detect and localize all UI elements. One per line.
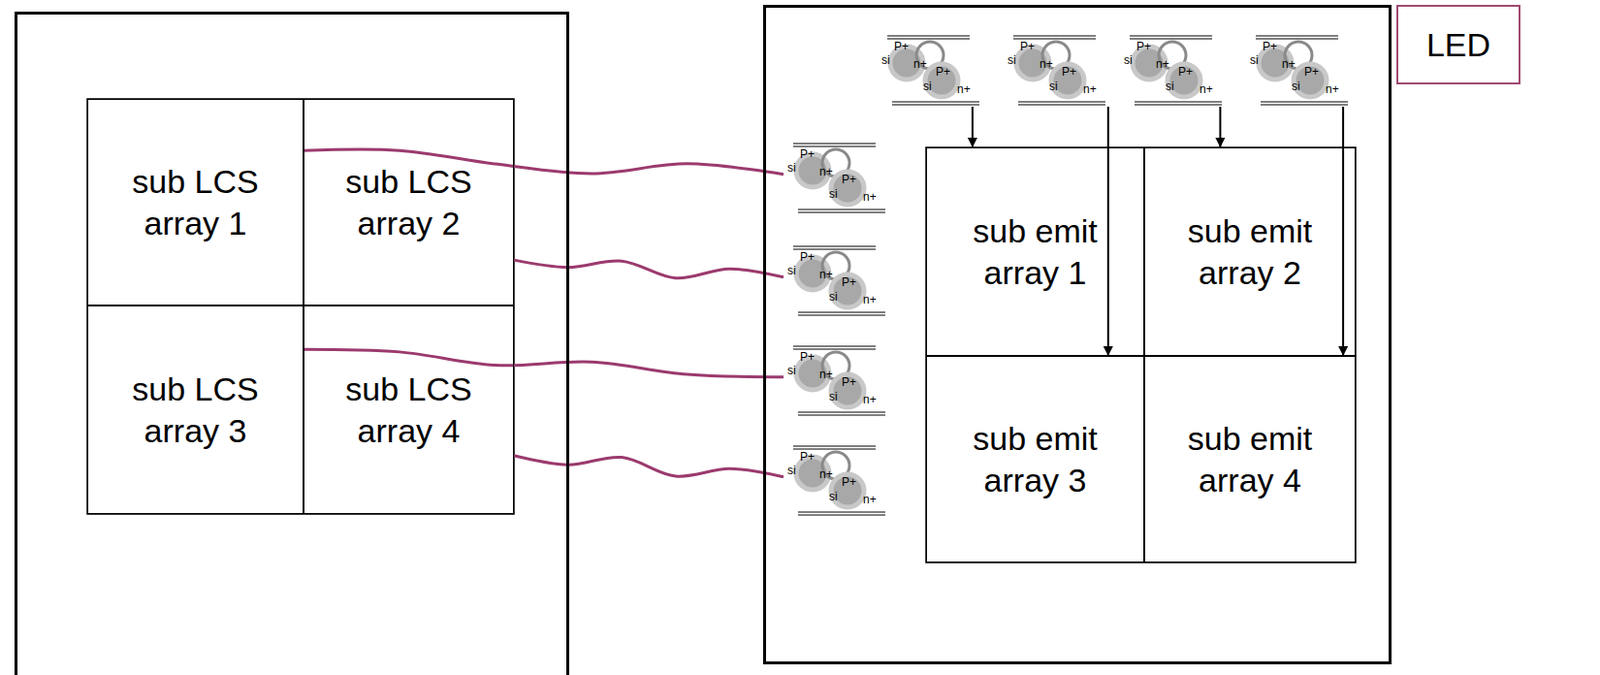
layer-label: n+: [957, 83, 971, 96]
photodiode-symbol: P+sin+P+sin+: [783, 444, 891, 517]
layer-label: si: [1291, 80, 1301, 93]
layer-label: n+: [819, 165, 833, 178]
light-arrow: [1107, 106, 1110, 356]
led-label-box: LED: [1396, 4, 1521, 85]
layer-label: n+: [863, 191, 877, 203]
photodiode-drawing: [783, 244, 891, 318]
layer-label: si: [787, 264, 797, 277]
array-label: sub LCS array 4: [333, 368, 484, 451]
layer-label: si: [829, 390, 838, 403]
layer-label: si: [1049, 80, 1058, 93]
light-arrow: [1342, 106, 1344, 356]
photodiode-symbol: P+sin+P+sin+: [877, 33, 985, 107]
photodiode-symbol: P+sin+P+sin+: [783, 244, 891, 318]
grid-outline: [926, 147, 1356, 563]
layer-label: P+: [800, 450, 815, 463]
photodiode-symbol: P+sin+P+sin+: [1246, 33, 1353, 107]
array-label: sub emit array 2: [1174, 210, 1326, 293]
layer-label: P+: [841, 376, 857, 388]
layer-label: n+: [1039, 58, 1054, 70]
photodiode-symbol: P+sin+P+sin+: [1003, 33, 1111, 107]
layer-label: n+: [1281, 58, 1296, 70]
layer-label: P+: [1020, 40, 1035, 53]
array-cell: sub LCS array 2: [303, 98, 514, 306]
layer-label: si: [829, 290, 838, 303]
photodiode-symbol: P+sin+P+sin+: [1120, 33, 1227, 107]
photodiode-drawing: [1003, 33, 1111, 107]
photodiode-drawing: [877, 33, 985, 107]
array-label: sub LCS array 1: [117, 160, 274, 244]
housing-box: P+sin+P+sin+P+sin+P+sin+P+sin+P+sin+P+si…: [763, 4, 1392, 665]
array-cell: sub LCS array 3: [87, 305, 304, 514]
photodiode-symbol: P+sin+P+sin+: [783, 344, 891, 417]
light-arrow: [1218, 106, 1221, 148]
photodiode-drawing: [1246, 33, 1353, 107]
optical-fiber: [513, 259, 784, 279]
layer-label: n+: [1155, 58, 1170, 70]
array-cell: sub LCS array 1: [87, 98, 304, 306]
photodiode-drawing: [783, 141, 891, 215]
array-cell: sub emit array 2: [1144, 147, 1356, 356]
grid-outline: [87, 98, 514, 514]
layer-label: P+: [1262, 40, 1278, 53]
layer-label: si: [787, 364, 797, 377]
photodiode-drawing: [783, 444, 891, 517]
led-label: LED: [1426, 26, 1491, 64]
array-cell: sub emit array 3: [926, 355, 1145, 563]
layer-label: n+: [913, 58, 928, 70]
layer-label: si: [829, 188, 838, 200]
layer-label: si: [829, 490, 838, 503]
layer-label: si: [787, 464, 797, 477]
layer-label: si: [923, 80, 932, 93]
layer-label: si: [1249, 54, 1259, 66]
photodiode-symbol: P+sin+P+sin+: [783, 141, 891, 215]
layer-label: P+: [800, 148, 815, 160]
layer-label: n+: [1325, 83, 1340, 96]
layer-label: n+: [1083, 83, 1097, 96]
layer-label: P+: [841, 173, 857, 186]
layer-label: P+: [894, 40, 909, 53]
housing-box: sub LCS array 1 sub LCS array 2 sub LCS ar…: [14, 11, 570, 675]
optical-fiber: [513, 455, 784, 478]
photodiode-drawing: [783, 344, 891, 417]
layer-label: n+: [863, 393, 877, 406]
array-label: sub LCS array 2: [333, 160, 484, 244]
layer-label: n+: [863, 293, 877, 306]
layer-label: P+: [1304, 65, 1319, 78]
photodiode-drawing: [1120, 33, 1227, 107]
array-label: sub emit array 1: [956, 210, 1115, 293]
array-label: sub emit array 3: [956, 417, 1115, 501]
layer-label: si: [1165, 80, 1175, 93]
layer-label: si: [787, 161, 797, 174]
layer-label: P+: [841, 276, 857, 288]
array-cell: sub LCS array 4: [303, 305, 514, 514]
array-label: sub emit array 4: [1174, 417, 1326, 501]
layer-label: P+: [841, 476, 857, 488]
layer-label: n+: [819, 368, 833, 381]
layer-label: n+: [819, 268, 833, 281]
layer-label: n+: [819, 468, 833, 480]
light-arrow: [971, 106, 974, 148]
array-cell: sub emit array 1: [926, 147, 1145, 356]
layer-label: P+: [1136, 40, 1152, 53]
layer-label: si: [1007, 54, 1017, 66]
layer-label: P+: [1178, 65, 1193, 78]
layer-label: n+: [1199, 83, 1214, 96]
layer-label: si: [1123, 54, 1133, 66]
layer-label: P+: [935, 65, 951, 78]
array-label: sub LCS array 3: [117, 368, 274, 451]
layer-label: P+: [800, 251, 815, 263]
array-cell: sub emit array 4: [1144, 355, 1356, 563]
layer-label: P+: [800, 351, 815, 363]
layer-label: P+: [1061, 65, 1077, 78]
layer-label: n+: [863, 493, 877, 506]
layer-label: si: [881, 54, 891, 66]
